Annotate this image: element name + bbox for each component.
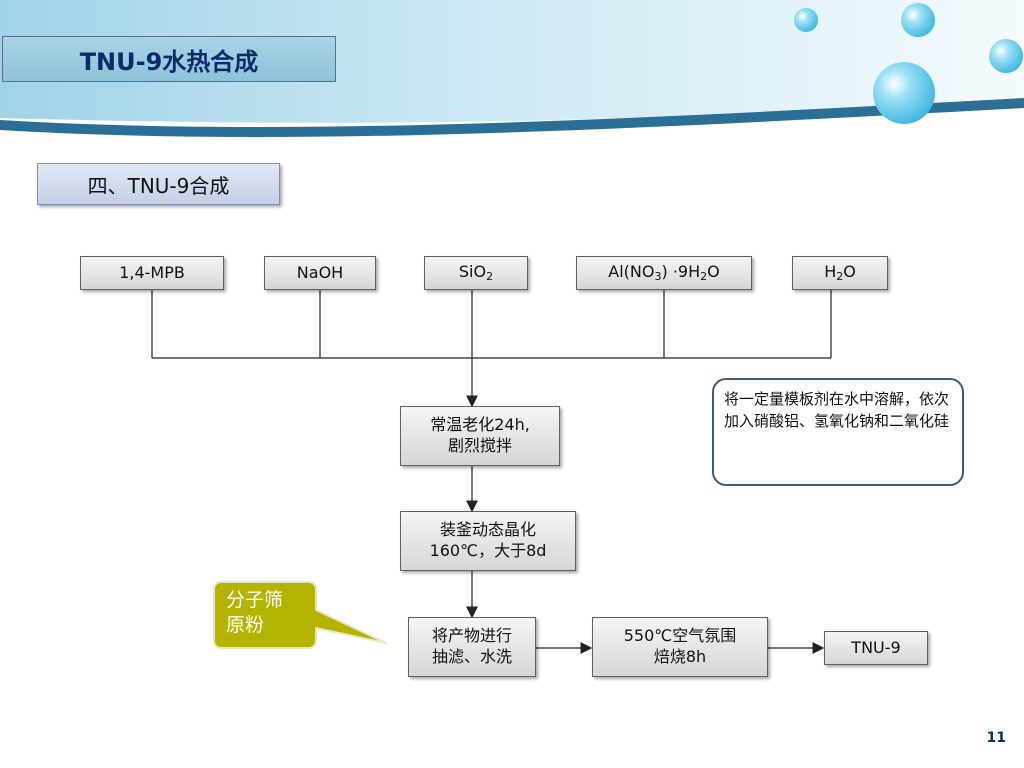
product-box: TNU-9 xyxy=(824,631,928,665)
step-crystallization-line1: 装釜动态晶化 xyxy=(439,520,536,540)
product-label: TNU-9 xyxy=(851,637,901,657)
reagent-mpb-box: 1,4-MPB xyxy=(80,256,224,290)
reagent-aluminum-nitrate-box: Al(NO3) ·9H2O xyxy=(576,256,752,290)
callout-shape xyxy=(213,581,387,649)
reagent-water-label: H2O xyxy=(824,261,856,283)
step-aging-line1: 常温老化24h, xyxy=(430,415,530,435)
step-crystallization-line2: 160℃，大于8d xyxy=(429,541,547,560)
step-filter-line2: 抽滤、水洗 xyxy=(431,647,512,666)
reagent-mpb-label: 1,4-MPB xyxy=(119,262,185,282)
bubble-decoration xyxy=(794,8,818,32)
step-filter-box: 将产物进行 抽滤、水洗 xyxy=(408,617,536,677)
page-number: 11 xyxy=(986,730,1006,746)
reagent-naoh-label: NaOH xyxy=(296,262,344,282)
procedure-note: 将一定量模板剂在水中溶解，依次加入硝酸铝、氢氧化钠和二氧化硅 xyxy=(712,378,964,486)
header-band xyxy=(0,0,1024,123)
step-calcination-line1: 550℃空气氛围 xyxy=(623,626,737,646)
step-aging-box: 常温老化24h, 剧烈搅拌 xyxy=(400,406,560,466)
slide-title: TNU-9水热合成 xyxy=(2,36,336,82)
reagent-water-box: H2O xyxy=(792,256,888,290)
callout-label: 分子筛 原粉 xyxy=(226,589,284,636)
bubble-decoration xyxy=(873,62,935,124)
step-filter-line1: 将产物进行 xyxy=(431,626,512,646)
reagent-sio2-label: SiO2 xyxy=(458,261,494,283)
step-aging-line2: 剧烈搅拌 xyxy=(447,436,512,455)
reagent-sio2-box: SiO2 xyxy=(424,256,528,290)
bubble-decoration xyxy=(901,3,935,37)
step-calcination-line2: 焙烧8h xyxy=(653,647,707,666)
step-calcination-box: 550℃空气氛围 焙烧8h xyxy=(592,617,768,677)
reagent-naoh-box: NaOH xyxy=(264,256,376,290)
header-swoosh xyxy=(0,98,1024,138)
reagent-aluminum-nitrate-label: Al(NO3) ·9H2O xyxy=(608,261,720,283)
bubble-decoration xyxy=(989,39,1023,73)
step-crystallization-box: 装釜动态晶化 160℃，大于8d xyxy=(400,511,576,571)
section-heading: 四、TNU-9合成 xyxy=(37,163,280,205)
